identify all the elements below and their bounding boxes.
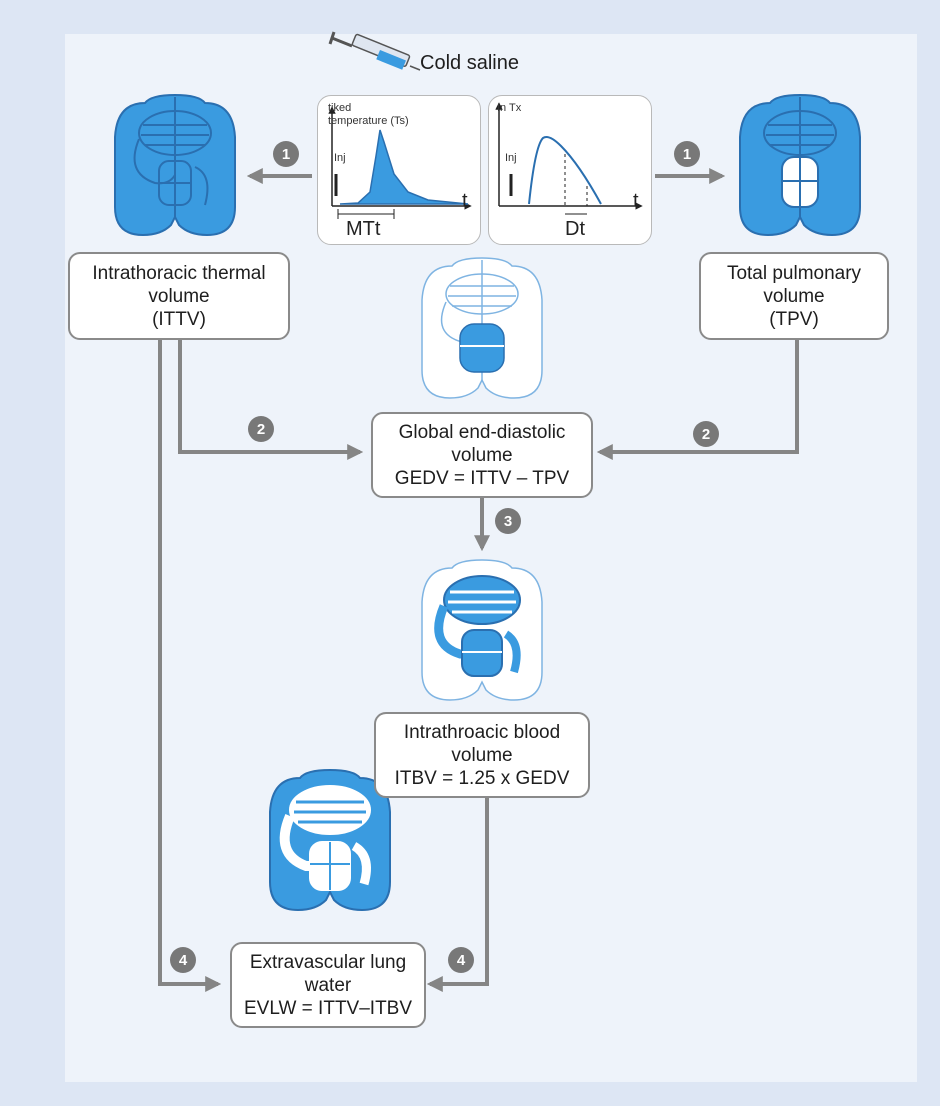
heart-tpv-icon bbox=[739, 93, 861, 237]
step-badge-2-right: 2 bbox=[693, 421, 719, 447]
injectate-label: Cold saline bbox=[420, 52, 519, 74]
chart-left-title-1: tiked bbox=[328, 102, 352, 114]
step-badge-1-right: 1 bbox=[674, 141, 700, 167]
heart-ittv-icon bbox=[114, 93, 236, 237]
arrow-4-right bbox=[426, 798, 489, 992]
chart-right-plot bbox=[495, 102, 643, 215]
step-badge-2-left: 2 bbox=[248, 416, 274, 442]
node-itbv: Intrathroacic blood volume ITBV = 1.25 x… bbox=[374, 712, 590, 798]
chart-left: tiked temperature (Ts) Inj t MTt bbox=[317, 95, 481, 245]
chart-right-interval: Dt bbox=[565, 218, 585, 240]
node-evlw: Extravascular lung water EVLW = ITTV–ITB… bbox=[230, 942, 426, 1028]
chart-left-x-label: t bbox=[462, 190, 468, 212]
node-evlw-line-3: EVLW = ITTV–ITBV bbox=[243, 997, 413, 1019]
chart-right-x-label: t bbox=[633, 190, 639, 212]
node-gedv: Global end-diastolic volume GEDV = ITTV … bbox=[371, 412, 593, 498]
node-tpv: Total pulmonary volume (TPV) bbox=[699, 252, 889, 340]
node-ittv-line-1: Intrathoracic thermal bbox=[92, 262, 266, 284]
node-gedv-line-2: volume bbox=[451, 444, 513, 466]
chart-left-title-2: temperature (Ts) bbox=[328, 115, 409, 127]
node-itbv-line-2: volume bbox=[451, 744, 513, 766]
chart-right-title: In Tx bbox=[497, 102, 522, 114]
chart-right: In Tx Inj t Dt bbox=[488, 95, 652, 245]
step-badge-3: 3 bbox=[495, 508, 521, 534]
node-itbv-line-1: Intrathroacic blood bbox=[403, 721, 561, 743]
node-ittv: Intrathoracic thermal volume (ITTV) bbox=[68, 252, 290, 340]
syringe-icon bbox=[328, 31, 421, 71]
step-badge-4-left: 4 bbox=[170, 947, 196, 973]
chart-right-inj: Inj bbox=[505, 152, 517, 164]
node-tpv-line-3: (TPV) bbox=[769, 308, 819, 330]
node-itbv-line-3: ITBV = 1.25 x GEDV bbox=[394, 767, 570, 789]
step-badge-4-right: 4 bbox=[448, 947, 474, 973]
node-ittv-line-2: volume bbox=[148, 285, 210, 307]
node-gedv-line-3: GEDV = ITTV – TPV bbox=[394, 467, 570, 489]
node-tpv-line-1: Total pulmonary bbox=[726, 262, 862, 284]
heart-gedv-icon bbox=[421, 257, 543, 399]
chart-left-inj: Inj bbox=[334, 152, 346, 164]
heart-evlw-icon bbox=[269, 768, 391, 912]
arrow-4-left bbox=[158, 340, 222, 992]
heart-itbv-icon bbox=[421, 559, 543, 701]
node-gedv-line-1: Global end-diastolic bbox=[398, 421, 566, 443]
node-tpv-line-2: volume bbox=[763, 285, 825, 307]
thermodilution-curve bbox=[339, 129, 469, 205]
arrow-2-left bbox=[178, 340, 364, 460]
node-evlw-line-2: water bbox=[304, 974, 352, 996]
node-ittv-line-3: (ITTV) bbox=[152, 308, 206, 330]
step-badge-1-left: 1 bbox=[273, 141, 299, 167]
chart-left-interval: MTt bbox=[346, 218, 381, 240]
arrow-2-right bbox=[596, 340, 799, 460]
node-evlw-line-1: Extravascular lung bbox=[249, 951, 407, 973]
log-decay-curve bbox=[528, 136, 602, 205]
chart-left-plot bbox=[328, 106, 472, 219]
